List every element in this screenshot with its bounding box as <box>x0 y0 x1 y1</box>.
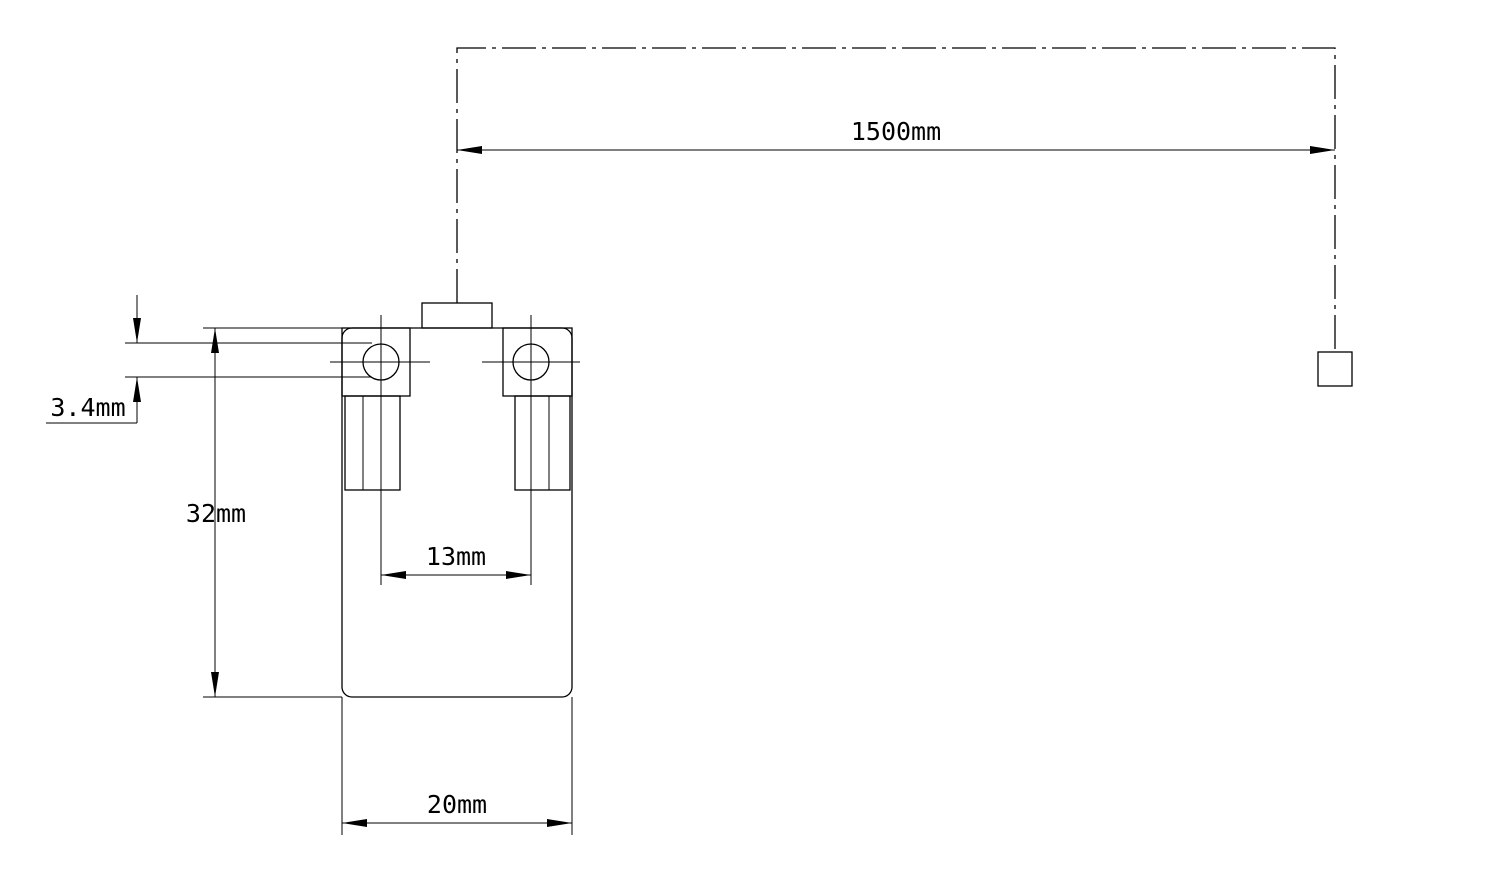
cable-path <box>456 47 1336 352</box>
dimension-20: 20mm <box>341 697 573 835</box>
left-screw-boss <box>344 395 401 491</box>
dimension-13: 13mm <box>381 542 531 579</box>
dim-label-13: 13mm <box>426 542 486 571</box>
connector-tab <box>421 302 493 329</box>
dim-label-1500: 1500mm <box>851 117 941 146</box>
right-screw-boss <box>514 395 571 491</box>
dimension-3-4: 3.4mm <box>46 295 372 424</box>
dim-label-32: 32mm <box>186 499 246 528</box>
dim-label-20: 20mm <box>427 790 487 819</box>
dimension-32: 32mm <box>186 327 342 698</box>
dim-label-3-4: 3.4mm <box>50 393 125 422</box>
sensor-end <box>1317 351 1353 387</box>
dimension-1500: 1500mm <box>457 117 1335 154</box>
housing-body <box>341 327 573 698</box>
